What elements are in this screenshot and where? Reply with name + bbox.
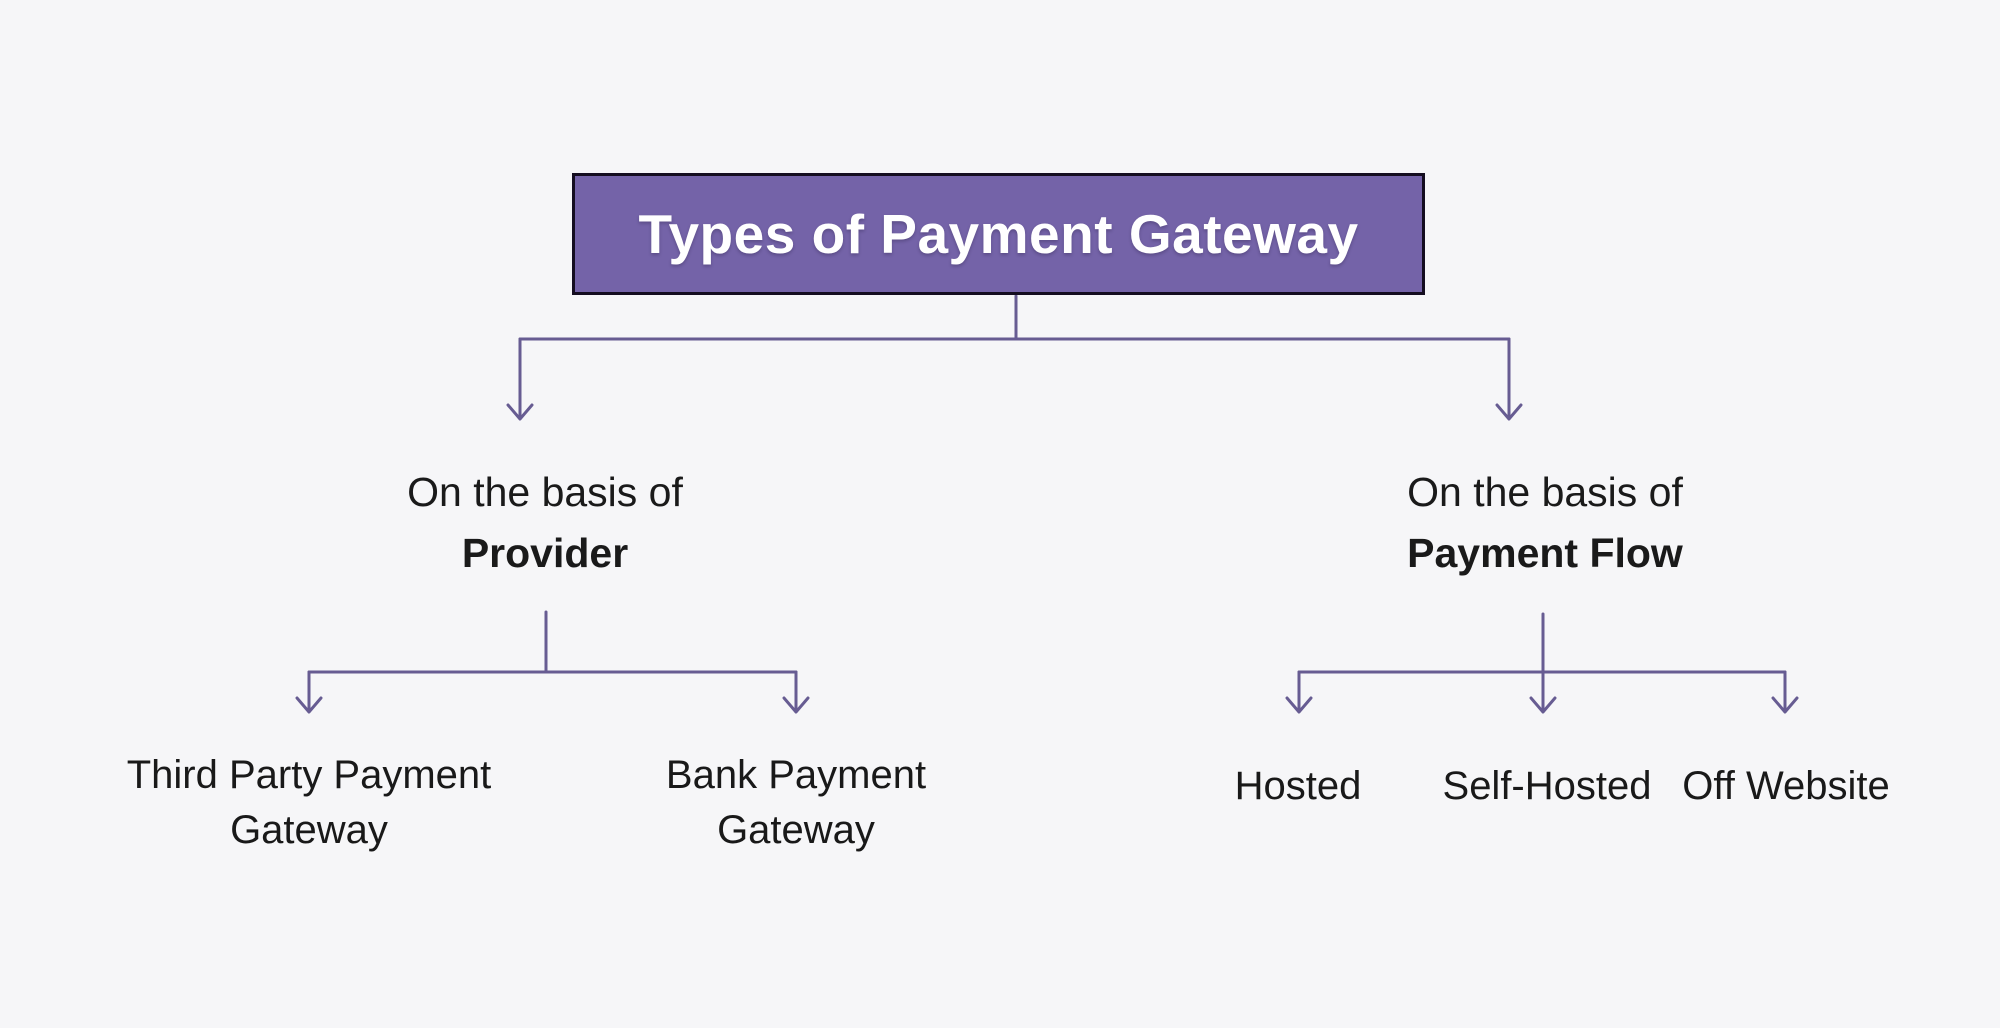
branch-payment-flow-name: Payment Flow — [1407, 530, 1683, 576]
leaf-text-line: Gateway — [230, 808, 388, 852]
arrow-down-icon — [1285, 696, 1313, 714]
arrow-down-icon — [506, 403, 534, 421]
branch-provider-name: Provider — [461, 530, 629, 576]
arrow-down-icon — [782, 696, 810, 714]
branch-provider: On the basis of Provider — [407, 462, 683, 584]
leaf-text-line: Third Party Payment — [126, 753, 492, 797]
leaf-text-line: Gateway — [717, 808, 875, 852]
connector-provider-branch — [295, 610, 810, 714]
leaf-text-line: Self-Hosted — [1442, 764, 1652, 808]
leaf-hosted: Hosted — [1235, 759, 1362, 814]
connector-payment-flow-branch — [1285, 612, 1799, 714]
branch-provider-prefix: On the basis of — [407, 469, 683, 515]
branch-payment-flow: On the basis of Payment Flow — [1407, 462, 1683, 584]
leaf-self-hosted: Self-Hosted — [1443, 759, 1652, 814]
leaf-text-line: Off Website — [1682, 764, 1890, 808]
leaf-off-website: Off Website — [1682, 759, 1890, 814]
arrow-down-icon — [1529, 696, 1557, 714]
leaf-third-party-payment-gateway: Third Party Payment Gateway — [127, 748, 492, 858]
branch-payment-flow-prefix: On the basis of — [1407, 469, 1683, 515]
diagram-title: Types of Payment Gateway — [638, 203, 1359, 265]
arrow-down-icon — [1771, 696, 1799, 714]
connector-title-to-branches — [506, 294, 1523, 421]
arrow-down-icon — [295, 696, 323, 714]
leaf-bank-payment-gateway: Bank Payment Gateway — [666, 748, 926, 858]
leaf-text-line: Hosted — [1234, 764, 1362, 808]
title-box: Types of Payment Gateway — [572, 173, 1425, 295]
arrow-down-icon — [1495, 403, 1523, 421]
leaf-text-line: Bank Payment — [665, 753, 927, 797]
